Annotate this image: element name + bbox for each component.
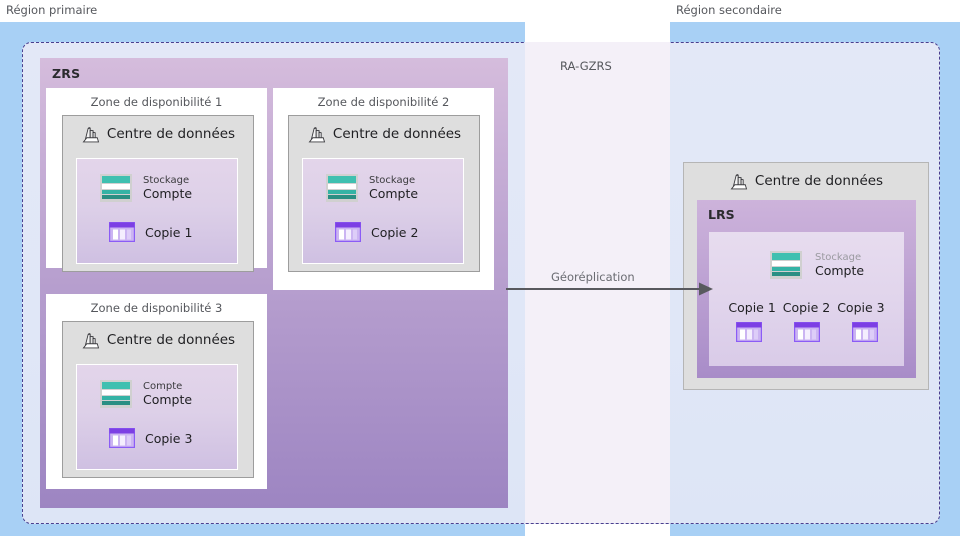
copy-icon <box>335 222 361 242</box>
datacenter-icon <box>82 127 100 143</box>
copy-icon <box>851 322 878 342</box>
ra-gzrs-middle-strip <box>525 42 670 523</box>
datacenter-icon <box>308 127 326 143</box>
storage-account-row-secondary: Stockage Compte <box>769 248 864 282</box>
lrs-storage-panel: Stockage Compte Copie 1 Copie 2 Copie 3 <box>709 232 904 366</box>
storage-account-row-zone-3: Compte Compte <box>99 377 192 411</box>
datacenter-label-zone-1: Centre de données <box>106 126 236 142</box>
storage-account-line2-zone-1: Compte <box>143 185 193 201</box>
storage-account-icon <box>100 174 132 202</box>
availability-zone-1-title: Zone de disponibilité 1 <box>90 95 223 109</box>
availability-zone-2-title: Zone de disponibilité 2 <box>317 95 450 109</box>
copy-icon <box>793 322 820 342</box>
ra-gzrs-label: RA-GZRS <box>560 59 612 73</box>
storage-panel-zone-3: Compte Compte Copie 3 <box>76 364 238 470</box>
datacenter-label-zone-3: Centre de données <box>106 332 236 348</box>
copy-icon <box>109 222 135 242</box>
zrs-label: ZRS <box>52 66 81 81</box>
copy-label-zone-3: Copie 3 <box>145 430 193 446</box>
datacenter-label-secondary: Centre de données <box>754 173 884 189</box>
storage-account-row-zone-2: Stockage Compte <box>325 171 418 205</box>
availability-zone-3-title: Zone de disponibilité 3 <box>90 301 223 315</box>
storage-account-line2-zone-3: Compte <box>143 391 193 407</box>
storage-account-icon <box>770 251 802 279</box>
copy-label-secondary-2: Copie 2 <box>782 300 831 315</box>
copy-label-zone-2: Copie 2 <box>371 224 419 240</box>
copy-row-zone-1: Copie 1 <box>109 222 192 242</box>
datacenter-header-zone-3: Centre de données <box>63 330 253 350</box>
storage-account-line1-zone-2: Stockage <box>369 174 416 186</box>
primary-region-label: Région primaire <box>6 3 98 17</box>
copy-label-secondary-1: Copie 1 <box>728 300 776 315</box>
datacenter-header-zone-1: Centre de données <box>63 124 253 144</box>
storage-account-line1-secondary: Stockage <box>815 251 862 263</box>
datacenter-icon <box>730 174 748 190</box>
storage-account-line2-secondary: Compte <box>815 262 865 278</box>
secondary-copy-icons <box>709 322 904 342</box>
georeplication-label: Géoréplication <box>551 270 635 284</box>
copy-label-secondary-3: Copie 3 <box>837 300 885 315</box>
copy-label-zone-1: Copie 1 <box>145 224 193 240</box>
datacenter-icon <box>82 333 100 349</box>
storage-panel-zone-2: Stockage Compte Copie 2 <box>302 158 464 264</box>
secondary-copy-labels: Copie 1 Copie 2 Copie 3 <box>709 300 904 315</box>
storage-account-line1-zone-1: Stockage <box>143 174 190 186</box>
datacenter-label-zone-2: Centre de données <box>332 126 462 142</box>
storage-account-line1-zone-3: Compte <box>143 380 183 392</box>
storage-panel-zone-1: Stockage Compte Copie 1 <box>76 158 238 264</box>
secondary-region-label: Région secondaire <box>676 3 782 17</box>
copy-row-zone-3: Copie 3 <box>109 428 192 448</box>
storage-account-row-zone-1: Stockage Compte <box>99 171 192 205</box>
copy-icon <box>109 428 135 448</box>
storage-account-icon <box>326 174 358 202</box>
lrs-label: LRS <box>708 207 735 222</box>
copy-icon <box>735 322 762 342</box>
datacenter-header-secondary: Centre de données <box>684 171 928 191</box>
storage-account-icon <box>100 380 132 408</box>
georeplication-arrow <box>506 282 713 296</box>
copy-row-zone-2: Copie 2 <box>335 222 418 242</box>
storage-account-line2-zone-2: Compte <box>369 185 419 201</box>
datacenter-header-zone-2: Centre de données <box>289 124 479 144</box>
